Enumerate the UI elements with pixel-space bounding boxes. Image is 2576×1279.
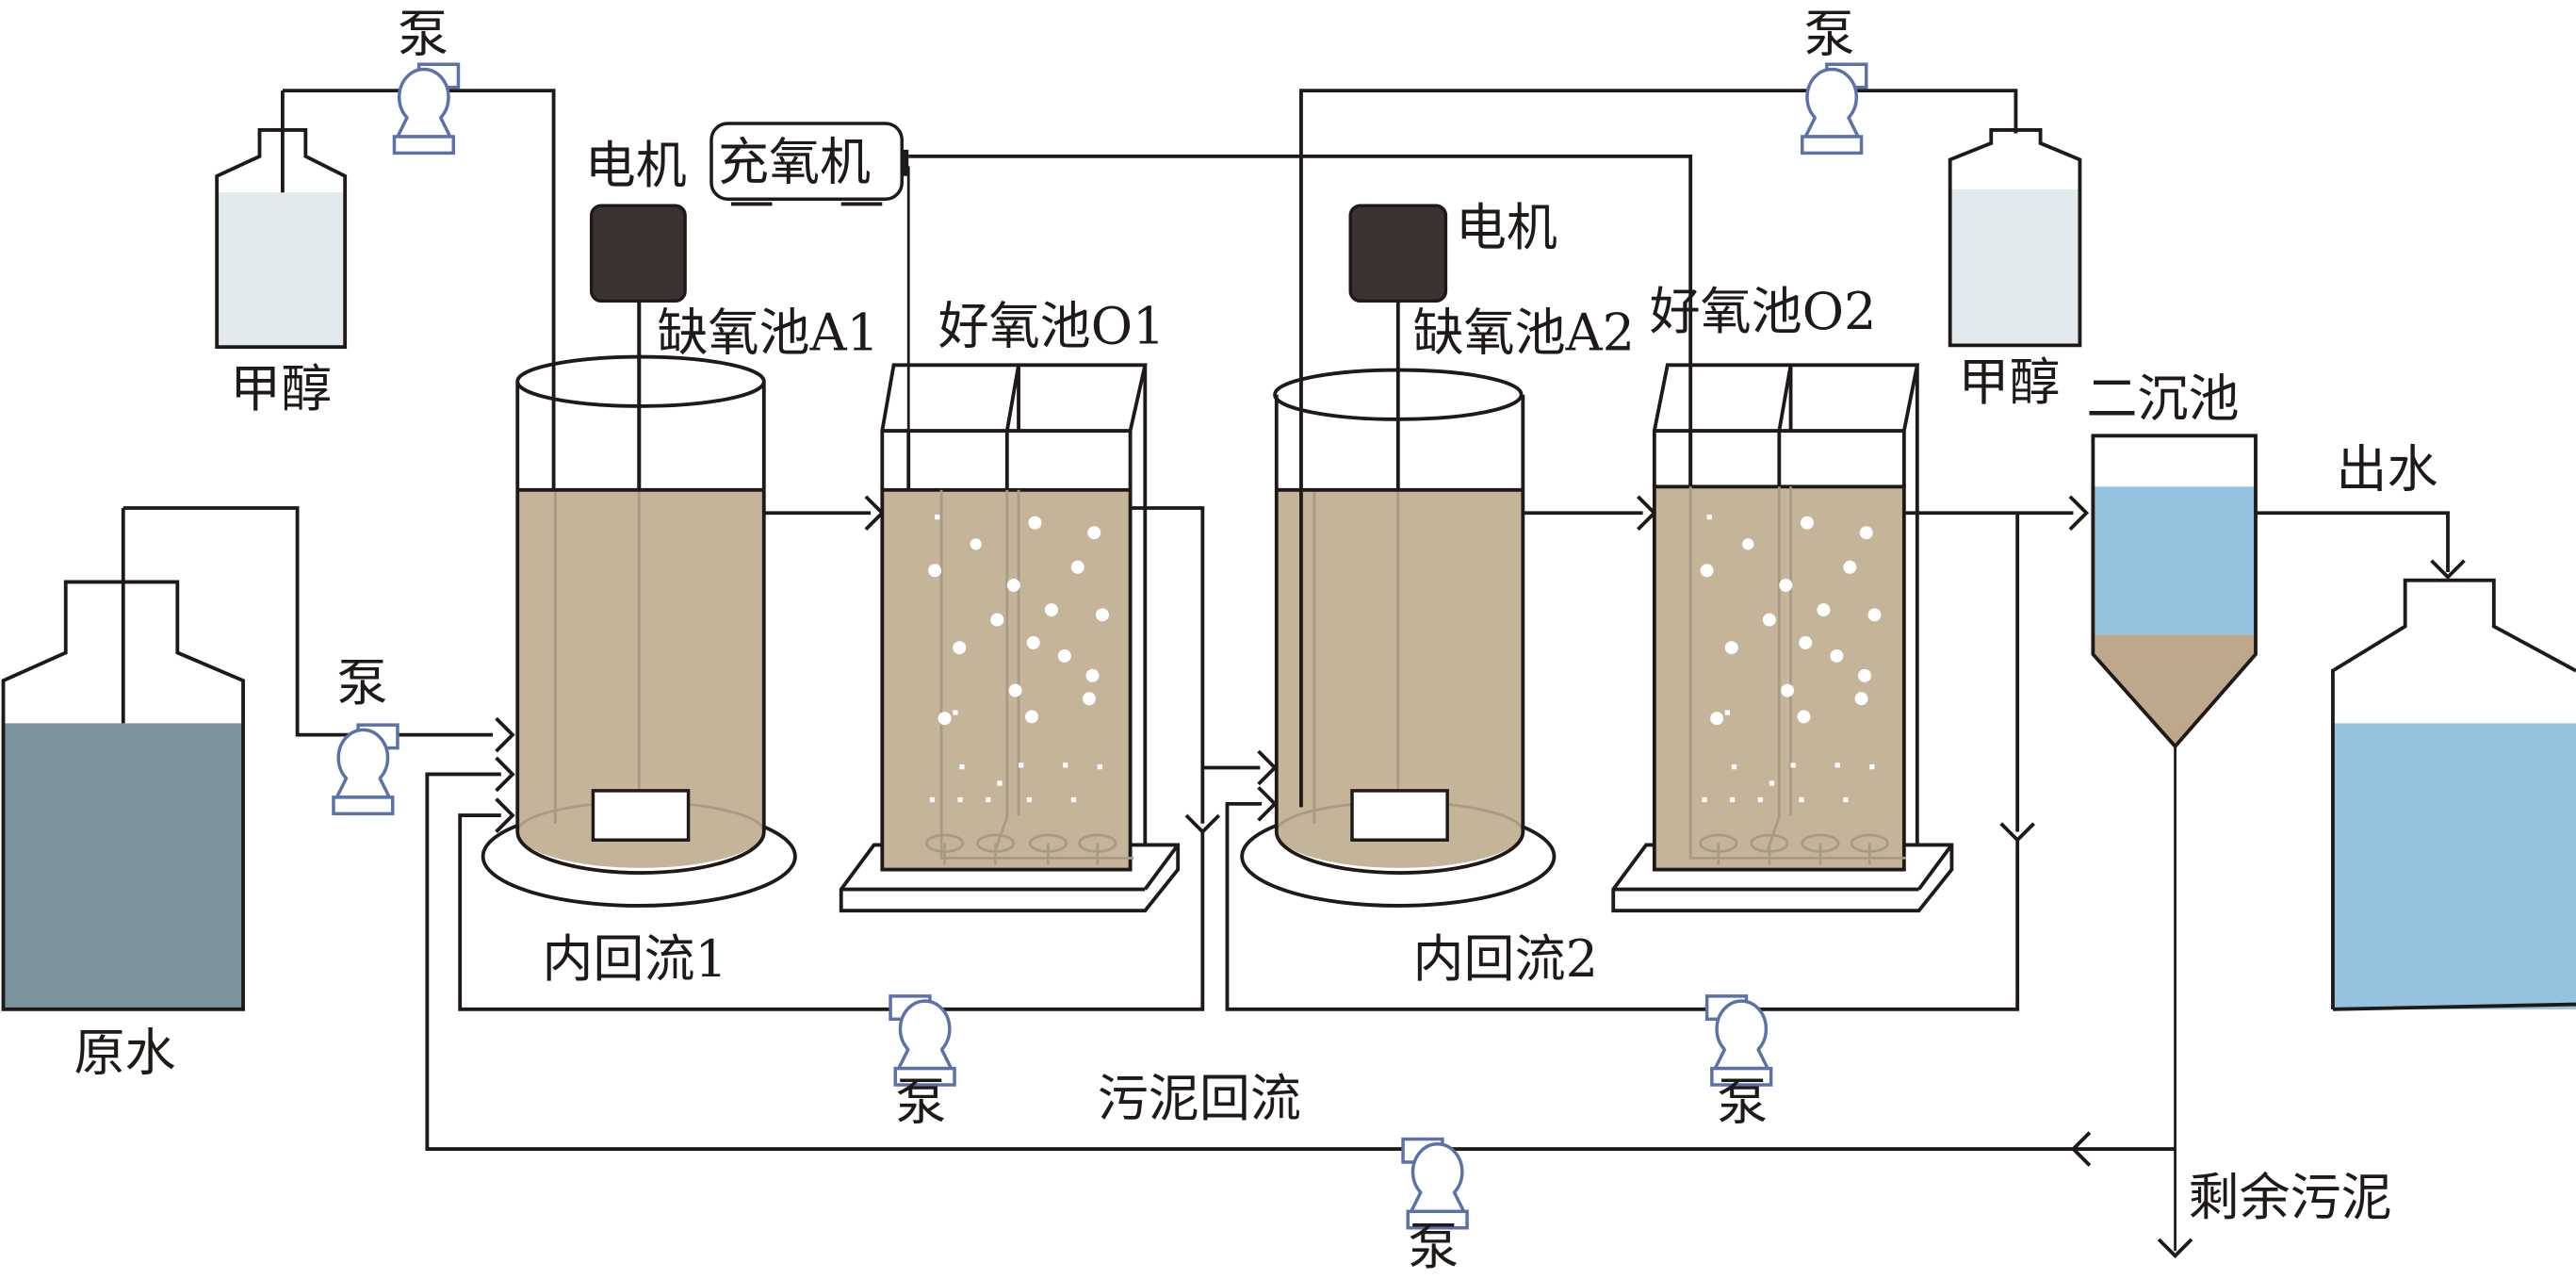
methanol-fill [1951,189,2080,346]
pipe-o1-out [1130,506,1205,824]
methanol-tank-2 [1948,128,2082,348]
air-bubbles [1700,514,1882,803]
label-anoxic-1: 缺氧池A1 [657,303,879,363]
label-aerobic-2: 好氧池O2 [1650,282,1877,341]
label-pump-recycle-2: 泵 [1717,1073,1768,1132]
label-pump-methanol-1: 泵 [398,4,448,63]
label-motor-2: 电机 [1456,198,1557,257]
internal-recycle-1-pipe [458,813,1205,1011]
label-secondary-clarifier: 二沉池 [2086,369,2239,428]
methanol-tank-1 [215,90,348,350]
aerobic-tank-2 [1611,363,1954,913]
raw-water-fill [3,723,244,1009]
methanol-pipe-2 [1299,89,2018,808]
pump-icon[interactable] [392,62,461,156]
sludge-recycle-pipe [425,772,2176,1151]
label-effluent: 出水 [2336,439,2437,499]
effluent-pipe [2255,511,2450,573]
air-bubbles [928,514,1109,803]
stirrer-impeller-icon [591,789,691,842]
pump-icon[interactable] [332,723,399,816]
effluent-tank [2331,578,2576,1011]
raw-water-tank [1,508,245,1011]
label-internal-recycle-1: 内回流1 [542,929,727,989]
label-pump-sludge: 泵 [1408,1217,1459,1276]
effluent-fill [2332,723,2576,1009]
label-sludge-recycle: 污泥回流 [1098,1069,1301,1128]
air-line-o2 [908,154,1693,492]
label-aerator: 充氧机 [718,132,871,191]
label-methanol-2: 甲醇 [1958,353,2060,412]
arrow-icon [494,716,514,753]
label-excess-sludge: 剩余污泥 [2189,1168,2392,1227]
label-internal-recycle-2: 内回流2 [1413,929,1599,989]
pump-icon[interactable] [1401,1137,1469,1230]
label-pump-feed: 泵 [336,653,387,713]
arrow-icon [1256,749,1277,786]
methanol-pipe-1 [282,89,556,492]
label-pump-methanol-2: 泵 [1803,4,1854,63]
label-motor-1: 电机 [585,136,687,195]
anoxic-tank-2 [1240,368,1557,908]
air-pump-icon [709,122,909,206]
aerobic-tank-1 [839,363,1181,913]
methanol-fill [218,192,344,348]
label-anoxic-2: 缺氧池A2 [1413,303,1636,363]
secondary-clarifier [2091,434,2258,749]
pump-icon[interactable] [1801,62,1868,156]
anoxic-tank-1 [481,301,797,908]
label-aerobic-1: 好氧池O1 [938,297,1166,356]
label-pump-recycle-1: 泵 [895,1073,946,1132]
stirrer-impeller-icon [1350,789,1449,842]
label-methanol-1: 甲醇 [230,359,332,418]
internal-recycle-2-pipe [1225,801,2020,1011]
label-raw-water: 原水 [73,1023,175,1082]
